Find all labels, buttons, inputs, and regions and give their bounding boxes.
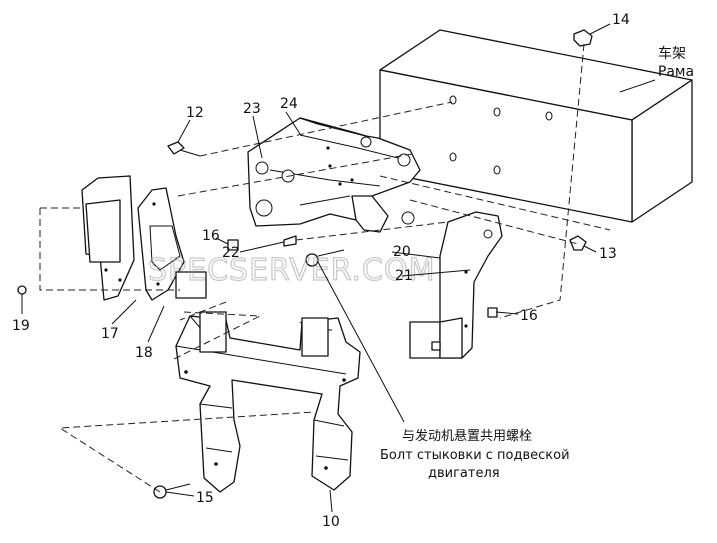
- callout-10: 10: [322, 514, 340, 530]
- note-zh: 与发动机悬置共用螺栓: [402, 428, 532, 444]
- crossmember-10: [175, 311, 361, 493]
- callout-23: 23: [243, 101, 261, 117]
- nut-16a: [227, 239, 239, 251]
- frame-label-ru: Рама: [658, 64, 694, 80]
- bracket-24: [247, 117, 421, 233]
- callout-leaders: [21, 23, 611, 513]
- frame-label: 车架 Рама: [619, 45, 694, 93]
- callout-22: 22: [222, 245, 240, 261]
- watermark: SPECSERVER.COM: [148, 253, 435, 288]
- note-ru-line1: Болт стыковки с подвеской: [380, 448, 570, 463]
- callout-12: 12: [186, 105, 204, 121]
- callout-19: 19: [12, 318, 30, 334]
- bolt-12: [167, 141, 185, 155]
- fasteners: [17, 29, 593, 499]
- hanger-arm-20: [409, 211, 503, 359]
- nut-14: [573, 29, 593, 47]
- callout-13: 13: [599, 246, 617, 262]
- engine-mount-bolt-note: 与发动机悬置共用螺栓 Болт стыковки с подвеской дви…: [380, 428, 570, 481]
- frame-label-zh: 车架: [658, 45, 686, 62]
- bolt-19: [17, 285, 27, 295]
- bracket-18: [137, 187, 207, 301]
- callout-18: 18: [135, 345, 153, 361]
- callout-20: 20: [393, 244, 411, 260]
- callout-16a: 16: [202, 228, 220, 244]
- assembly-lines: [39, 43, 611, 493]
- callout-21: 21: [395, 268, 413, 284]
- bolt-engine-mount: [305, 253, 319, 267]
- nut-16b: [487, 307, 498, 318]
- frame-rail: [379, 29, 693, 223]
- bolt-22: [283, 235, 297, 247]
- callout-24: 24: [280, 96, 298, 112]
- bracket-17: [81, 175, 135, 301]
- callout-14: 14: [612, 12, 630, 28]
- callout-15: 15: [196, 490, 214, 506]
- frame-rail-holes: [449, 95, 553, 175]
- note-ru-line2: двигателя: [428, 466, 500, 481]
- callout-numbers: 12 23 24 14 13 16 22 20 21 16 17 18 19 1…: [12, 12, 630, 530]
- callout-17: 17: [101, 326, 119, 342]
- callout-16b: 16: [520, 308, 538, 324]
